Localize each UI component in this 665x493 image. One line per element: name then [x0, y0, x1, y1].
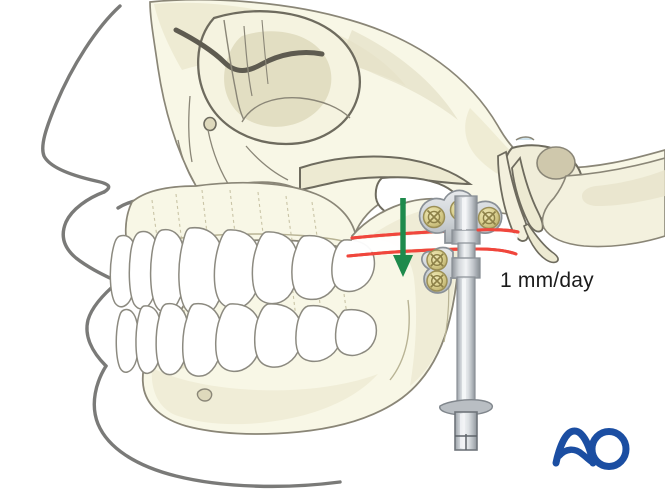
ao-logo	[552, 427, 630, 470]
upper-teeth	[109, 226, 376, 317]
tooth-l1	[115, 308, 140, 373]
screw-lower-left	[426, 270, 448, 292]
styloid-process	[511, 155, 544, 233]
screw-upper-left	[426, 249, 448, 271]
tooth-l6	[254, 303, 303, 368]
posterior-skull-base	[541, 157, 665, 248]
rod-flange	[439, 399, 494, 416]
infraorbital-foramen	[203, 116, 217, 132]
distraction-arrow	[393, 198, 413, 277]
tooth-l8	[334, 308, 378, 357]
arrow-head-icon	[393, 255, 413, 277]
rod-collar-lower	[451, 257, 481, 279]
screw-group-lower	[426, 249, 448, 292]
screw-right	[477, 206, 501, 230]
rod-collar-upper	[451, 229, 481, 245]
distraction-rate-label: 1 mm/day	[500, 269, 594, 292]
tooth-l3	[155, 302, 190, 376]
soft-tissue-profile	[41, 4, 342, 489]
zygomatic-arch	[299, 155, 474, 192]
rod-segment-mid	[457, 242, 476, 260]
osteotomy-overlay	[476, 228, 520, 234]
screw-left	[422, 205, 446, 229]
mental-foramen	[196, 388, 213, 402]
distractor-rod	[439, 195, 494, 451]
orbital-cavity	[173, 10, 361, 146]
lower-teeth	[115, 302, 378, 377]
external-auditory-meatus	[536, 146, 576, 180]
